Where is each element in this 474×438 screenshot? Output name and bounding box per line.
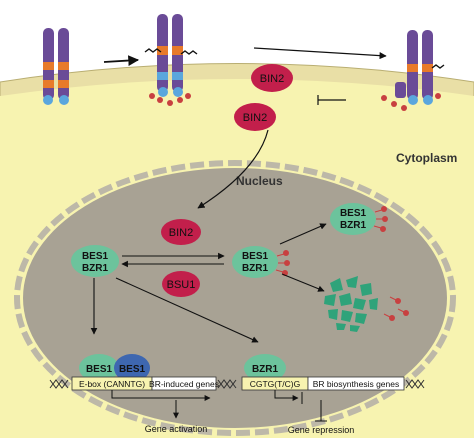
br-induced-genes-box	[151, 376, 217, 391]
arrow-receptor-transition	[253, 47, 387, 60]
nuclear-envelope	[14, 160, 456, 436]
brassinosteroid-ligand-icon	[431, 64, 445, 69]
receptor-internalized	[395, 30, 433, 105]
free-phosphate	[383, 296, 409, 321]
brassinosteroid-ligand-icon	[144, 48, 198, 55]
dna-strand	[49, 379, 425, 389]
bzr1-mid-label: BZR1	[242, 263, 269, 274]
ebox-label: E-box (CANNTG)	[79, 379, 145, 389]
bes1-bzr1-top	[330, 203, 376, 235]
bes1-mid-label: BES1	[242, 251, 269, 262]
gene-repression-label: Gene repression	[288, 425, 355, 435]
bsu1-label: BSU1	[167, 279, 196, 291]
bsu1	[162, 271, 200, 297]
phosphate-receptor-active	[149, 93, 191, 106]
bes1-bzr1-left	[71, 245, 119, 277]
cytoplasm-label: Cytoplasm	[396, 151, 457, 165]
bin2-membrane-label: BIN2	[260, 73, 284, 85]
arrow-receptor-activation	[103, 55, 140, 66]
br-induced-genes-label: BR-induced genes	[149, 379, 219, 389]
receptor-inactive	[43, 28, 69, 105]
bzr1-promoter	[244, 354, 286, 382]
arrow-to-nuclear-export	[279, 223, 327, 245]
bzr1-left-label: BZR1	[82, 263, 109, 274]
bes1-dimer-a	[79, 354, 119, 382]
nucleus-label: Nucleus	[236, 174, 283, 188]
bzr1-top-label: BZR1	[340, 220, 367, 231]
inhibition-gene-repression	[315, 400, 327, 422]
bin2-cytoplasm	[234, 103, 276, 131]
phosphate-top	[373, 206, 388, 232]
repression-transcription	[274, 390, 303, 404]
bin2-cytoplasm-label: BIN2	[243, 112, 267, 124]
bin2-nucleus	[161, 219, 201, 245]
inhibition-bin2-receptor	[317, 95, 346, 105]
arrow-bin2-nuclear-import	[197, 129, 269, 209]
bes1-dimer-b	[114, 354, 150, 382]
gene-activation-label: Gene activation	[145, 424, 208, 434]
receptor-active	[157, 14, 183, 97]
phosphate-receptor-after	[381, 93, 441, 111]
bin2-nucleus-label: BIN2	[169, 227, 193, 239]
cgtg-label: CGTG(T/C)G	[250, 379, 301, 389]
degraded-bes1-bzr1	[324, 276, 378, 332]
arrow-to-cgtg	[115, 277, 259, 343]
bin2-membrane	[251, 64, 293, 92]
br-biosynthesis-genes-box	[307, 376, 405, 391]
phosphate-mid	[275, 250, 290, 276]
arrow-activation-transcription	[111, 390, 211, 401]
bes1-top-label: BES1	[340, 208, 367, 219]
bes1-dimer-b-label: BES1	[119, 364, 146, 375]
br-biosynthesis-genes-label: BR biosynthesis genes	[313, 379, 399, 389]
bes1-bzr1-phosphorylated	[232, 246, 278, 278]
bes1-left-label: BES1	[82, 251, 109, 262]
bes1-dimer-a-label: BES1	[86, 364, 113, 375]
bzr1-promoter-label: BZR1	[252, 364, 279, 375]
arrow-to-degradation	[281, 273, 325, 292]
